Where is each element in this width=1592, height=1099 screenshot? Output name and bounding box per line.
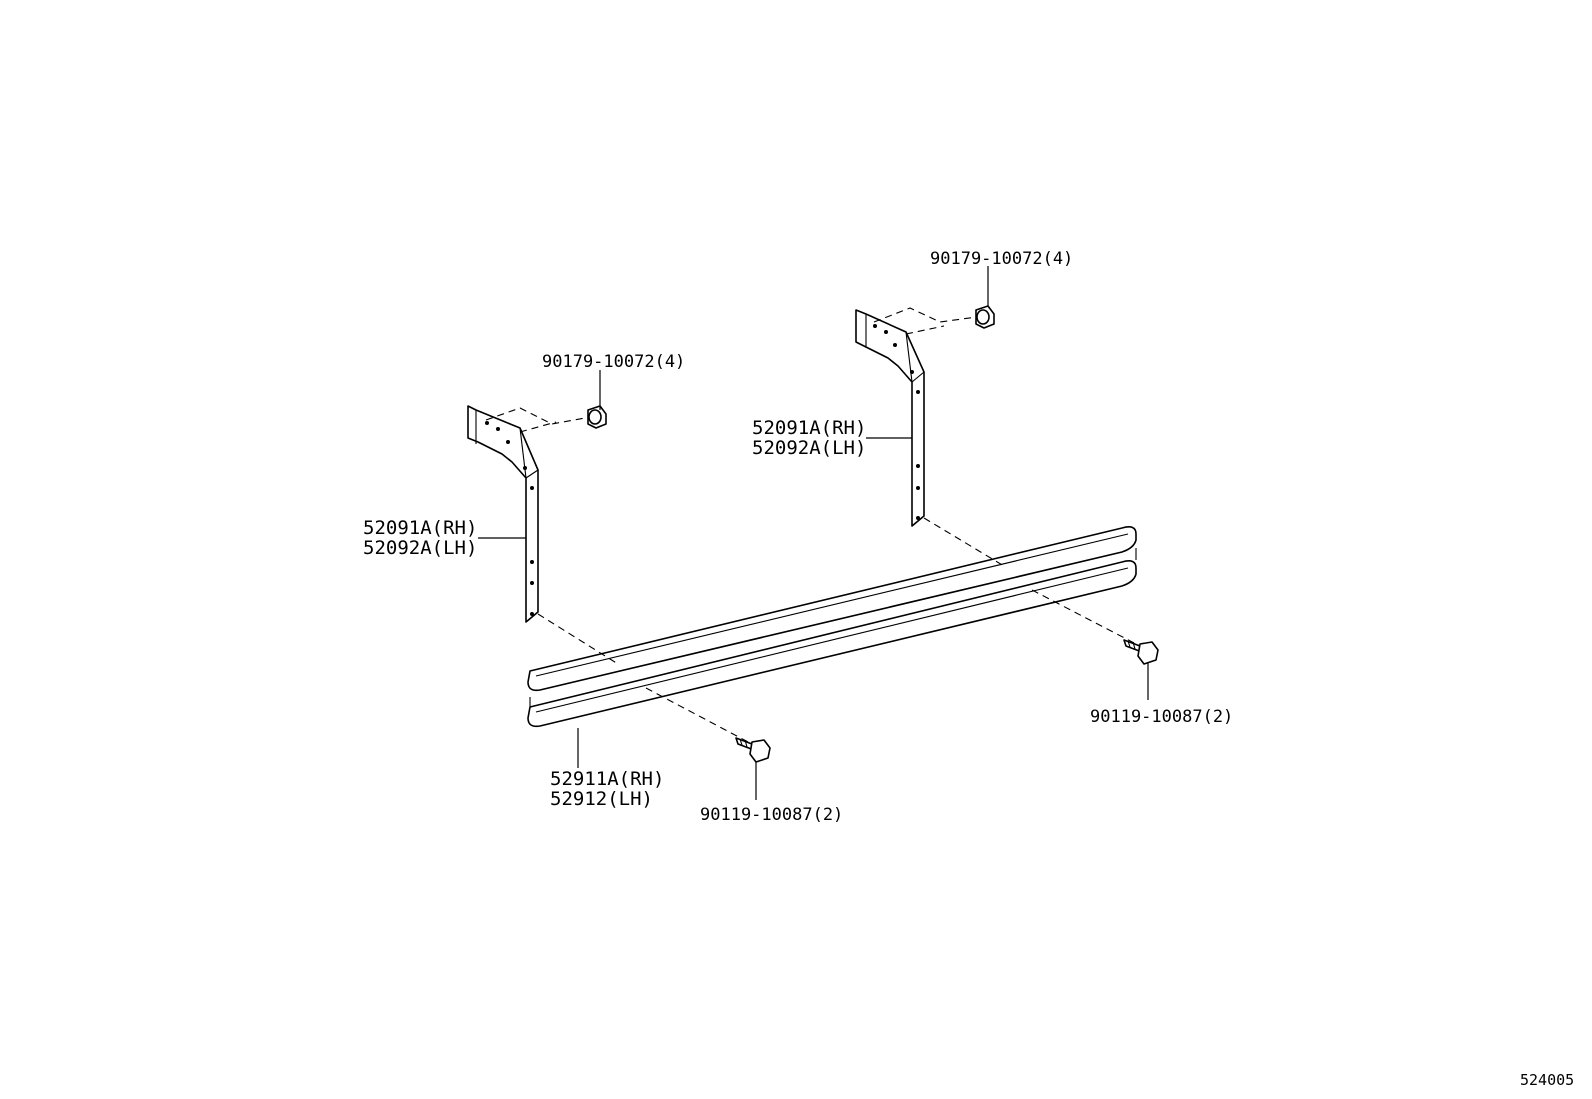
left-nut xyxy=(587,405,607,429)
label-bracket-right-lh: 52092A(LH) xyxy=(752,437,866,459)
left-bracket xyxy=(467,405,539,623)
label-bolt-right: 90119-10087(2) xyxy=(1090,707,1233,727)
right-bolt-guide xyxy=(1031,589,1141,647)
label-nut-right: 90179-10072(4) xyxy=(930,249,1073,269)
left-bolt xyxy=(735,737,771,763)
illustration-id: 524005 xyxy=(1520,1071,1574,1089)
right-nut-guide xyxy=(873,307,985,335)
label-step-rh: 52911A(RH) xyxy=(550,768,664,790)
running-board xyxy=(527,526,1137,728)
label-bracket-left-lh: 52092A(LH) xyxy=(363,537,477,559)
left-bracket-guide xyxy=(537,613,619,665)
right-bolt xyxy=(1123,639,1159,665)
right-bracket-guide xyxy=(923,517,1005,567)
label-step-lh: 52912(LH) xyxy=(550,788,653,810)
label-bracket-left-rh: 52091A(RH) xyxy=(363,517,477,539)
label-bolt-left: 90119-10087(2) xyxy=(700,805,843,825)
label-bracket-right-rh: 52091A(RH) xyxy=(752,417,866,439)
right-bracket xyxy=(855,309,925,527)
right-nut xyxy=(975,305,995,329)
left-nut-guide xyxy=(485,407,597,433)
label-nut-left: 90179-10072(4) xyxy=(542,352,685,372)
left-bolt-guide xyxy=(645,687,753,745)
